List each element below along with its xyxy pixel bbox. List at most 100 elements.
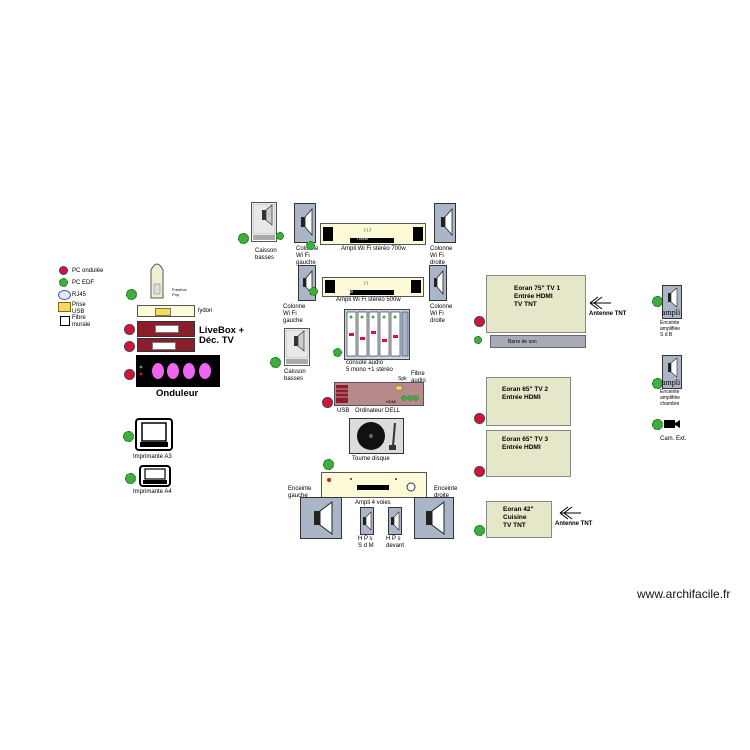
- spk-label: Spk: [398, 376, 407, 382]
- caisson-basses-top: [251, 202, 277, 242]
- console-label: console audio 5 mono +1 stéréo: [346, 360, 393, 373]
- colonne-gauche-1-dot: [276, 232, 284, 240]
- printer-a4-dot: [125, 473, 136, 484]
- camera-icon: [664, 420, 680, 428]
- antenne-tnt-1-label: Antenne TNT: [589, 311, 627, 317]
- tv-2-dot: [474, 413, 485, 424]
- legend-rj45-label: RJ45: [72, 292, 87, 298]
- printer-a3-label: Imprimante A3: [133, 454, 172, 460]
- ampli-700-label: Ampli Wi Fi stéréo 700w: [341, 246, 406, 252]
- colonne-wifi-droite-1: [434, 203, 456, 243]
- tv-3-dot: [474, 466, 485, 477]
- legend-fibre-label: Fibre murale: [72, 315, 91, 328]
- caisson-bottom-label: Caisson basses: [284, 369, 306, 382]
- hp-devant: [388, 507, 402, 535]
- tv-3-eoran-65: [486, 430, 571, 477]
- ampli-wifi-500w: / \: [322, 277, 424, 297]
- camera-dot: [652, 419, 663, 430]
- lydon-label: lydon: [198, 308, 213, 314]
- onduleur-label: Onduleur: [156, 388, 199, 399]
- livebox-label: LiveBox + Déc. TV: [199, 325, 245, 346]
- antenne-tnt-2-arrow-icon: [559, 506, 581, 520]
- colonne-droite-1-label: Colonne Wi Fi droite: [430, 246, 453, 266]
- barre-son-dot: [474, 336, 482, 344]
- printer-a4-label: Imprimante A4: [133, 489, 172, 495]
- printer-a3-dot: [123, 431, 134, 442]
- enceinte-droite: [414, 497, 454, 539]
- usb-icon: [58, 302, 71, 312]
- tv-3-text: Eoran 65" TV 3 Entrée HDMI: [502, 436, 549, 451]
- legend-pc-ondulee-label: PC ondulée: [72, 268, 104, 274]
- camera-label: Cam. Ext.: [660, 436, 687, 442]
- usb-label: USB: [337, 408, 350, 414]
- fiber-icon: [60, 316, 70, 326]
- tv-2-eoran-65: [486, 377, 571, 426]
- tv-4-text: Eoran 42" Cuisine TV TNT: [503, 506, 534, 529]
- ordinateur-dot: [322, 397, 333, 408]
- legend-pc-edf-label: PC EDF: [72, 280, 95, 286]
- enceinte-droite-label: Enceinte droite: [434, 486, 458, 499]
- tv-1-eoran-75: [486, 275, 586, 333]
- tv-4-eoran-42-cuisine: [486, 501, 552, 538]
- freebox-label: Freebox Pop: [172, 287, 187, 297]
- tourne-disque: [349, 418, 404, 454]
- ampli-700-dot: [306, 241, 315, 250]
- ordinateur-label: Ordinateur DELL: [355, 408, 401, 414]
- hp-sdm-label: H P s S d M: [358, 536, 374, 549]
- tv-4-dot: [474, 525, 485, 536]
- ordinateur-dell: [334, 382, 424, 406]
- onduleur-dot: [124, 369, 135, 380]
- tv-1-dot: [474, 316, 485, 327]
- livebox-dot-2: [124, 341, 135, 352]
- colonne-gauche-2-label: Colonne Wi Fi gauche: [283, 304, 306, 324]
- legend-red-dot-icon: [59, 266, 68, 275]
- enceinte-gauche: [300, 497, 342, 539]
- tv-1-text: Eoran 75" TV 1 Entrée HDMI TV TNT: [514, 285, 561, 308]
- colonne-droite-2-label: Colonne Wi Fi droite: [430, 304, 453, 324]
- ampli-4-voies-dot: [323, 459, 334, 470]
- colonne-wifi-gauche-1: [294, 203, 316, 243]
- tourne-disque-label: Tourne disque: [352, 456, 390, 462]
- caisson-top-dot: [238, 233, 249, 244]
- console-dot: [333, 348, 342, 357]
- enceinte-amplifiee-sdb: [662, 285, 682, 319]
- antenne-tnt-1-arrow-icon: [589, 296, 611, 310]
- enceinte-amplifiee-chambre: [662, 355, 682, 389]
- watermark: www.archifacile.fr: [637, 587, 731, 601]
- ampli-500-label: Ampli Wi Fi stéréo 500w: [336, 297, 401, 303]
- lydon-device: [137, 305, 195, 317]
- console-audio: [344, 309, 410, 360]
- ampli-4-voies-label: Ampli 4 voies: [355, 500, 391, 506]
- freebox-icon: [150, 263, 164, 299]
- hdmi-label: HDMI: [386, 399, 397, 404]
- printer-a3-icon: [135, 418, 173, 451]
- barre-son-label: Barre de son: [508, 339, 537, 345]
- tv-2-text: Eoran 65" TV 2 Entrée HDMI: [502, 386, 549, 401]
- ampli-wifi-700w: / \ /: [320, 223, 426, 245]
- rj45-icon: [58, 290, 71, 300]
- enceinte-sdb-label: Enceinte amplifiée S d B: [660, 320, 681, 338]
- caisson-top-label: Caisson basses: [255, 248, 277, 261]
- ampli-500-screen: 500w: [341, 289, 353, 295]
- hp-devant-label: H P s devant: [386, 536, 405, 549]
- barre-de-son: [490, 335, 586, 348]
- antenne-tnt-2-label: Antenne TNT: [555, 521, 593, 527]
- svg-text:/ \: / \: [364, 281, 369, 287]
- decodeur-tv-device: [137, 338, 195, 352]
- caisson-basses-bottom: [284, 328, 310, 366]
- livebox-device: [137, 321, 195, 337]
- svg-text:/ \ /: / \ /: [364, 228, 372, 234]
- enceinte-gauche-label: Enceinte gauche: [288, 486, 312, 499]
- legend-usb-label: Prise USB: [72, 302, 86, 315]
- legend-green-dot-icon: [59, 278, 68, 287]
- colonne-wifi-droite-2: [429, 265, 447, 301]
- hp-sdm: [360, 507, 374, 535]
- livebox-dot-1: [124, 324, 135, 335]
- caisson-bottom-dot: [270, 357, 281, 368]
- ampli-4-voies: [321, 472, 427, 498]
- ampli-word-1: ampli: [662, 308, 681, 317]
- freebox-power-dot: [126, 289, 137, 300]
- enceinte-chambre-label: Enceinte amplifiée chambre: [660, 389, 681, 407]
- ampli-word-2: ampli: [662, 378, 681, 387]
- ampli-500-dot: [309, 287, 318, 296]
